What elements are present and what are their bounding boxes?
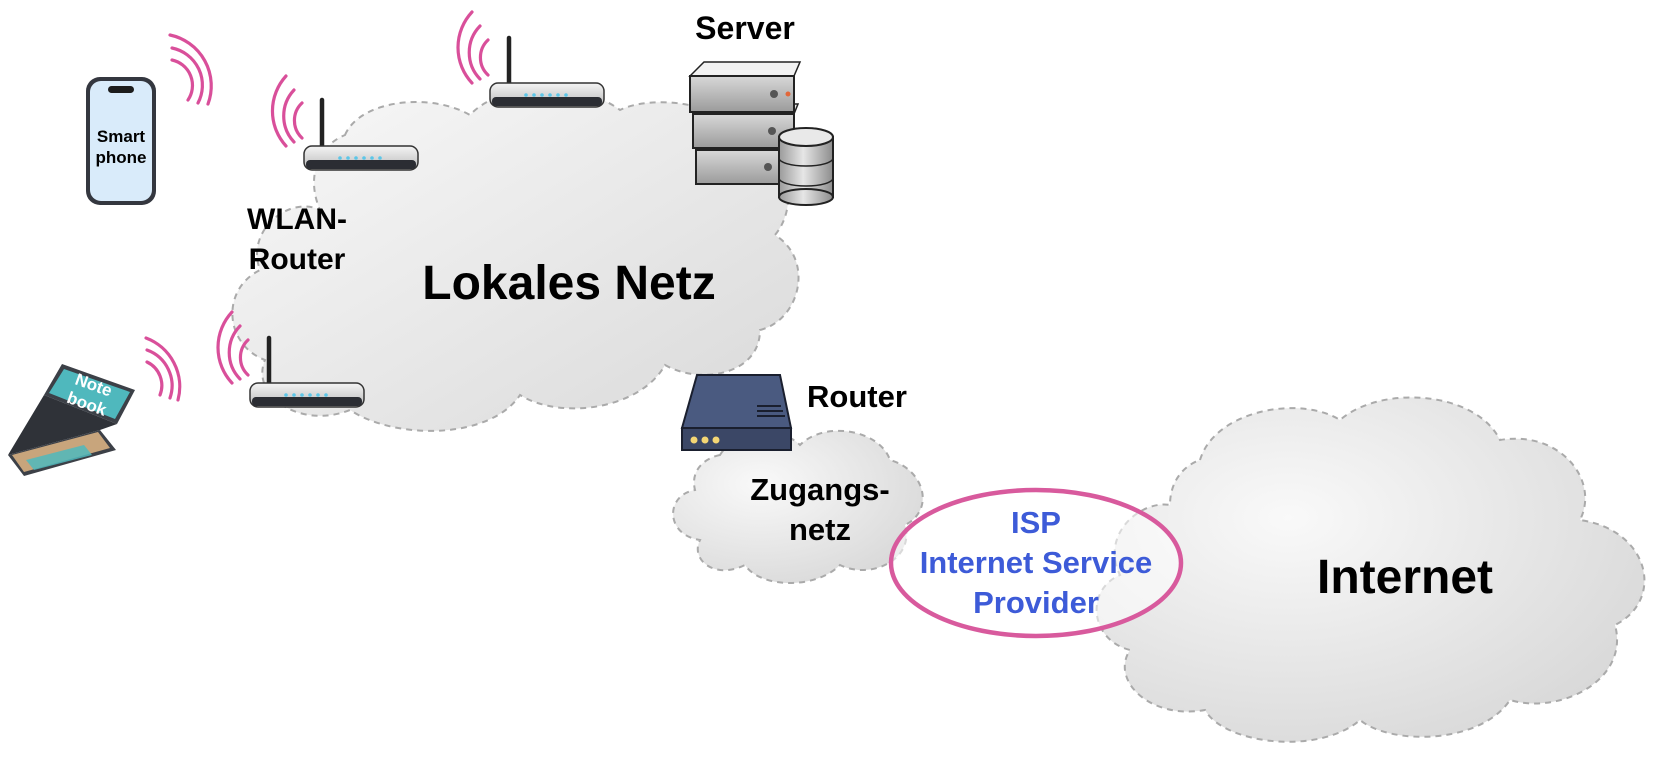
- wlan-router-icon: [303, 97, 419, 171]
- internet-cloud: [1095, 396, 1646, 743]
- smartphone-label-line2: phone: [96, 148, 147, 167]
- wireless-signal-icon: [456, 10, 490, 85]
- database-icon: [778, 127, 834, 206]
- isp-ellipse: [888, 487, 1184, 639]
- wireless-signal-icon: [270, 74, 304, 148]
- wlan-router-icon: [249, 335, 365, 408]
- smartphone-label-line1: Smart: [97, 127, 146, 146]
- access-network-label-line1: Zugangs-: [750, 472, 890, 507]
- server-label: Server: [695, 10, 795, 46]
- isp-label-line3: Provider: [973, 585, 1099, 620]
- wlan-router-label-line2: Router: [249, 243, 346, 276]
- access-network-cloud: [672, 429, 924, 584]
- wireless-signal-icon: [144, 336, 182, 402]
- wlan-router-label-line1: WLAN-: [247, 203, 347, 236]
- local-network-cloud: [231, 87, 800, 432]
- smartphone-icon: Smart phone: [86, 77, 156, 205]
- router-label: Router: [807, 379, 907, 414]
- access-network-label-line2: netz: [789, 512, 851, 547]
- notebook-icon: Note book: [8, 364, 135, 476]
- isp-label-line2: Internet Service: [920, 545, 1153, 580]
- wlan-router-icon: [489, 35, 605, 108]
- isp-label-line1: ISP: [1011, 505, 1061, 540]
- internet-label: Internet: [1317, 551, 1493, 604]
- local-network-label: Lokales Netz: [422, 257, 715, 310]
- server-icon: [688, 61, 802, 185]
- router-icon: [680, 374, 793, 451]
- wireless-signal-icon: [216, 310, 250, 385]
- wireless-signal-icon: [168, 33, 213, 106]
